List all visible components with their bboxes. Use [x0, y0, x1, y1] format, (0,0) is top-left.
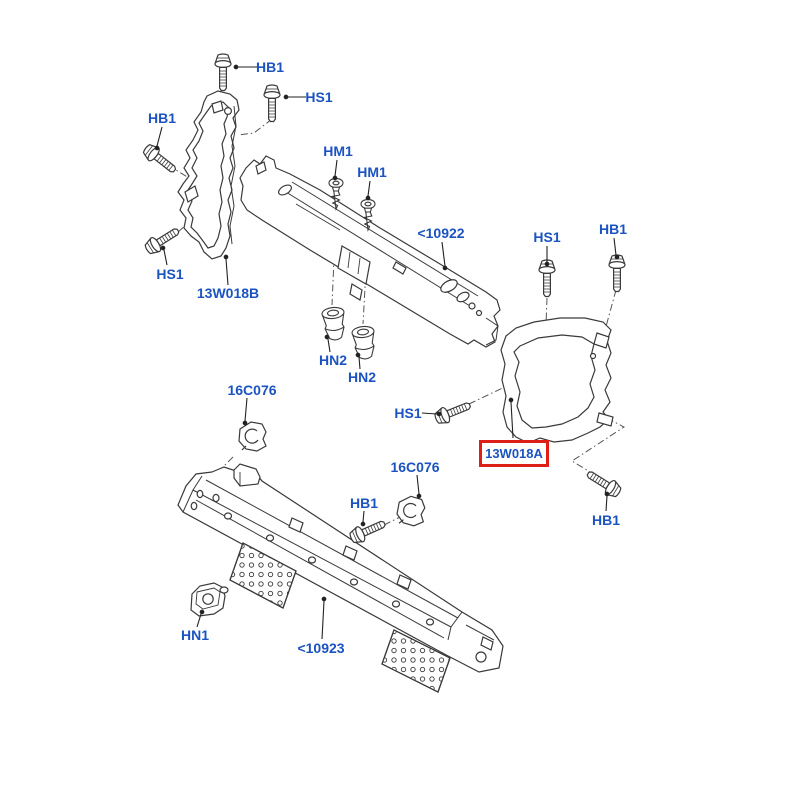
- callout-hb1-bottom-right: HB1: [591, 512, 621, 528]
- crash-plate-left: [229, 542, 297, 609]
- bracket-13w018b-drawing: [177, 90, 240, 260]
- bolt-hb1-bottom-right: [583, 466, 624, 501]
- callout-part-16c076-a: 16C076: [227, 382, 277, 398]
- grommet-hn2-b: [350, 324, 378, 361]
- callout-hs1-middle: HS1: [394, 405, 422, 421]
- highlight-box-13w018a: 13W018A: [479, 440, 549, 467]
- frame-13w018a-drawing: [500, 317, 614, 444]
- callout-part-16c076-b: 16C076: [390, 459, 440, 475]
- clipnut-hn1-drawing: [190, 582, 229, 617]
- bolt-hb1-left: [140, 141, 181, 178]
- callout-part-10923: <10923: [297, 640, 345, 656]
- callout-hb1-right: HB1: [598, 221, 628, 237]
- bolt-hs1-top: [263, 84, 281, 123]
- callout-hn1: HN1: [180, 627, 210, 643]
- bolt-hs1-lower-left: [142, 223, 183, 258]
- crossmember-10922-drawing: [239, 155, 501, 348]
- bolt-hb1-middle: [347, 515, 389, 547]
- callout-part-13w018a: 13W018A: [485, 446, 543, 461]
- callout-hs1-top: HS1: [305, 89, 333, 105]
- callout-part-13w018b: 13W018B: [196, 285, 260, 301]
- callout-hm1-b: HM1: [357, 164, 387, 180]
- bumper-beam-10923-drawing: [177, 463, 504, 693]
- bolt-hb1-right: [608, 254, 626, 293]
- callout-hs1-lower-left: HS1: [156, 266, 184, 282]
- callout-hs1-right: HS1: [533, 229, 561, 245]
- callout-hb1-middle: HB1: [349, 495, 379, 511]
- bracket-16c076-b-drawing: [395, 494, 427, 528]
- callout-hn2-a: HN2: [318, 352, 348, 368]
- leader-lines: [154, 64, 620, 640]
- callout-hb1-left: HB1: [147, 110, 177, 126]
- callout-hn2-b: HN2: [347, 369, 377, 385]
- callout-hb1-top: HB1: [255, 59, 285, 75]
- callout-hm1-a: HM1: [323, 143, 353, 159]
- bolt-hb1-top: [214, 53, 232, 92]
- bracket-16c076-a-drawing: [238, 421, 267, 452]
- crash-plate-right: [381, 629, 451, 693]
- callout-part-10922: <10922: [417, 225, 465, 241]
